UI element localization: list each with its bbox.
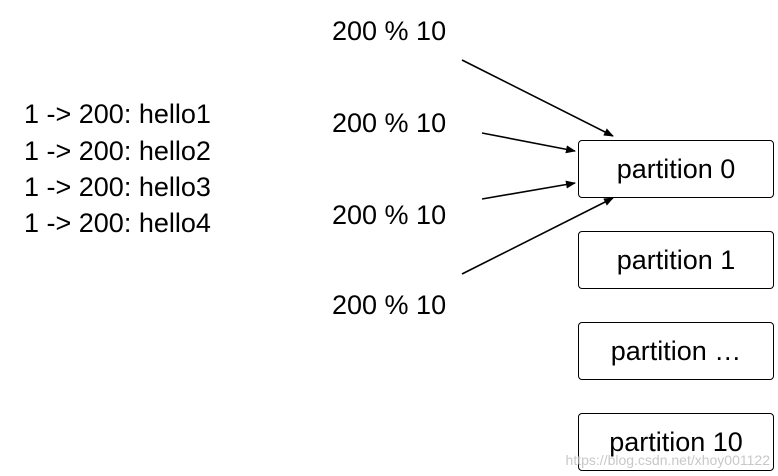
arrow-1	[461, 59, 614, 137]
partition-box-1: partition 1	[578, 231, 774, 289]
arrow-2	[481, 132, 576, 154]
hash-label-4: 200 % 10	[332, 290, 447, 320]
partition-label-0: partition 0	[616, 153, 736, 184]
arrow-3	[481, 180, 576, 200]
hash-label-2: 200 % 10	[332, 108, 447, 138]
hash-label-3: 200 % 10	[332, 200, 447, 230]
partition-box-0: partition 0	[578, 140, 774, 198]
message-label-3: 1 -> 200: hello3	[24, 172, 211, 202]
arrow-4	[461, 197, 614, 275]
message-label-1: 1 -> 200: hello1	[24, 99, 211, 129]
watermark-text: https://blog.csdn.net/xhoy001122	[565, 452, 770, 468]
partition-label-1: partition 1	[616, 244, 736, 275]
message-label-4: 1 -> 200: hello4	[24, 208, 211, 238]
partition-box-ellipsis: partition …	[578, 322, 774, 380]
partition-box-10: partition 10	[578, 413, 774, 471]
partition-label-10: partition 10	[609, 426, 743, 457]
partition-label-ellipsis: partition …	[610, 335, 742, 366]
message-label-2: 1 -> 200: hello2	[24, 136, 211, 166]
hash-label-1: 200 % 10	[332, 16, 447, 46]
